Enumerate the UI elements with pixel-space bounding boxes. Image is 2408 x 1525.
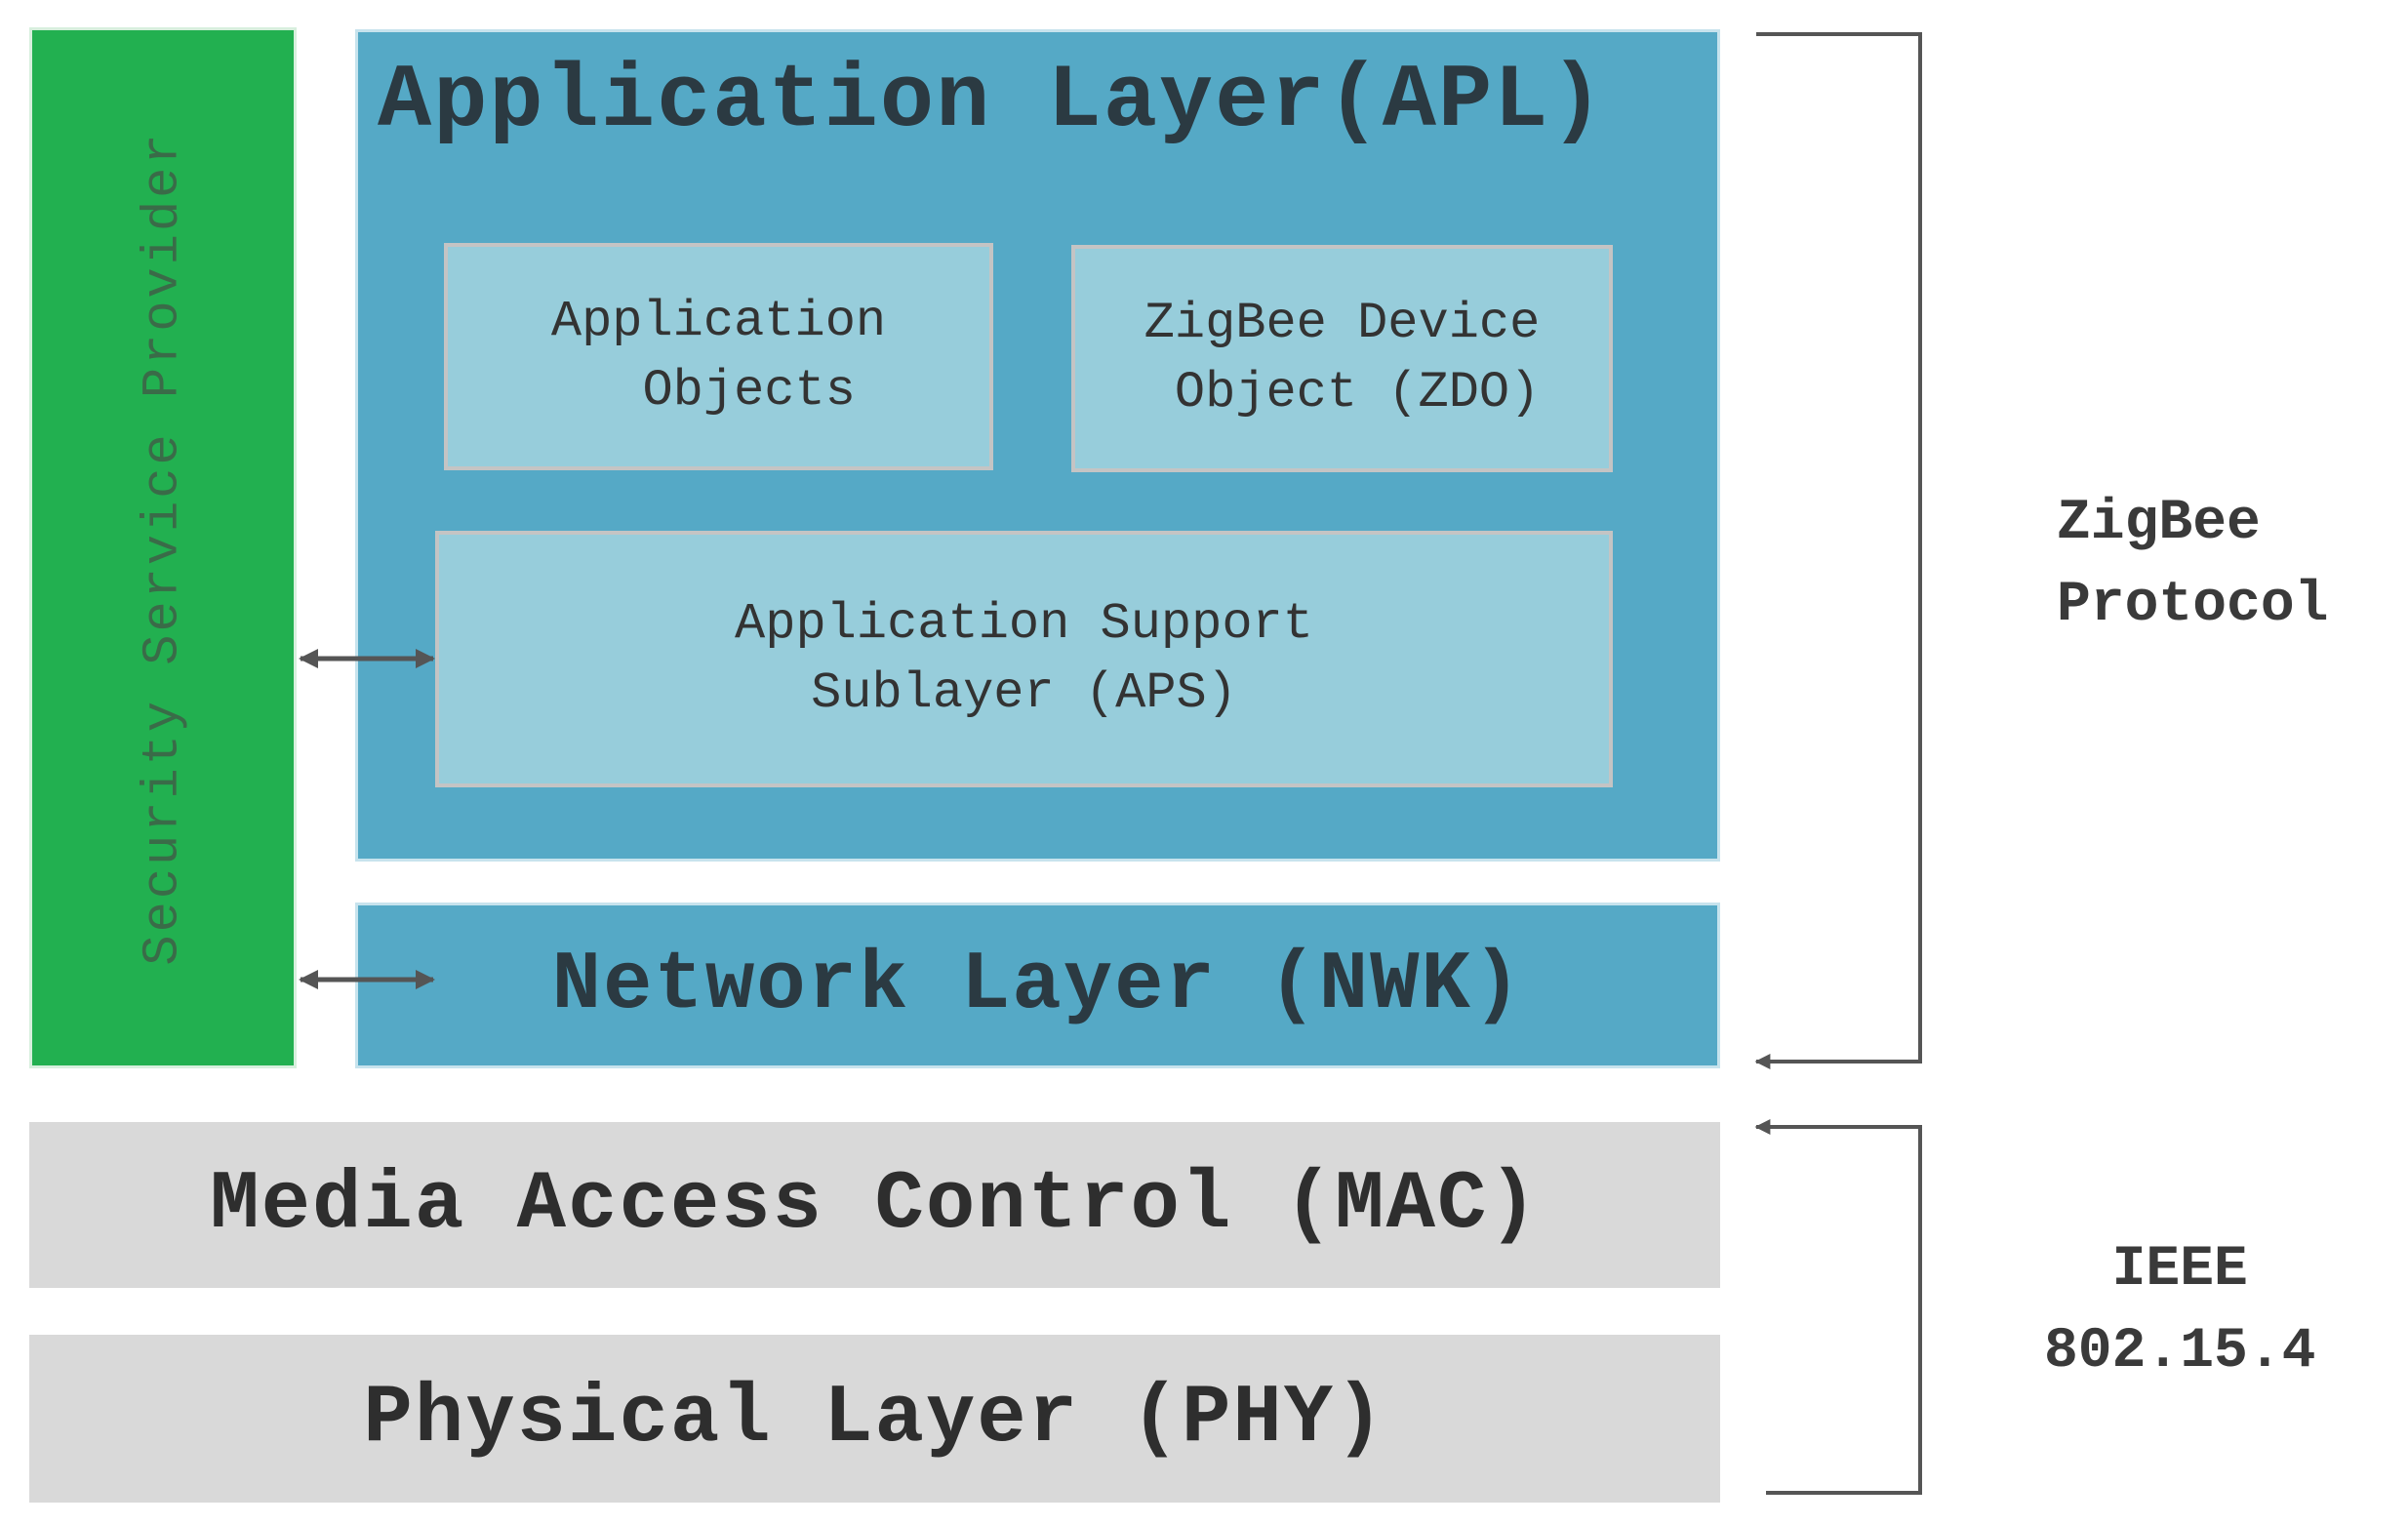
physical-layer: Physical Layer (PHY) bbox=[29, 1335, 1720, 1503]
zigbee-protocol-bracket bbox=[1754, 32, 1922, 1069]
zigbee-device-object: ZigBee Device Object (ZDO) bbox=[1071, 245, 1613, 472]
application-support-sublayer: Application Support Sublayer (APS) bbox=[435, 531, 1613, 787]
security-service-provider: Security Service Provider bbox=[29, 27, 297, 1068]
zigbee-protocol-label: ZigBee Protocol bbox=[2057, 492, 2329, 638]
ieee-bracket bbox=[1754, 1119, 1922, 1495]
media-access-control-layer: Media Access Control (MAC) bbox=[29, 1122, 1720, 1288]
network-layer: Network Layer (NWK) bbox=[355, 903, 1720, 1068]
ieee-802154-label: IEEE 802.15.4 bbox=[2044, 1238, 2316, 1385]
application-layer-title: Application Layer(APL) bbox=[378, 50, 1606, 152]
application-objects: Application Objects bbox=[444, 243, 993, 470]
